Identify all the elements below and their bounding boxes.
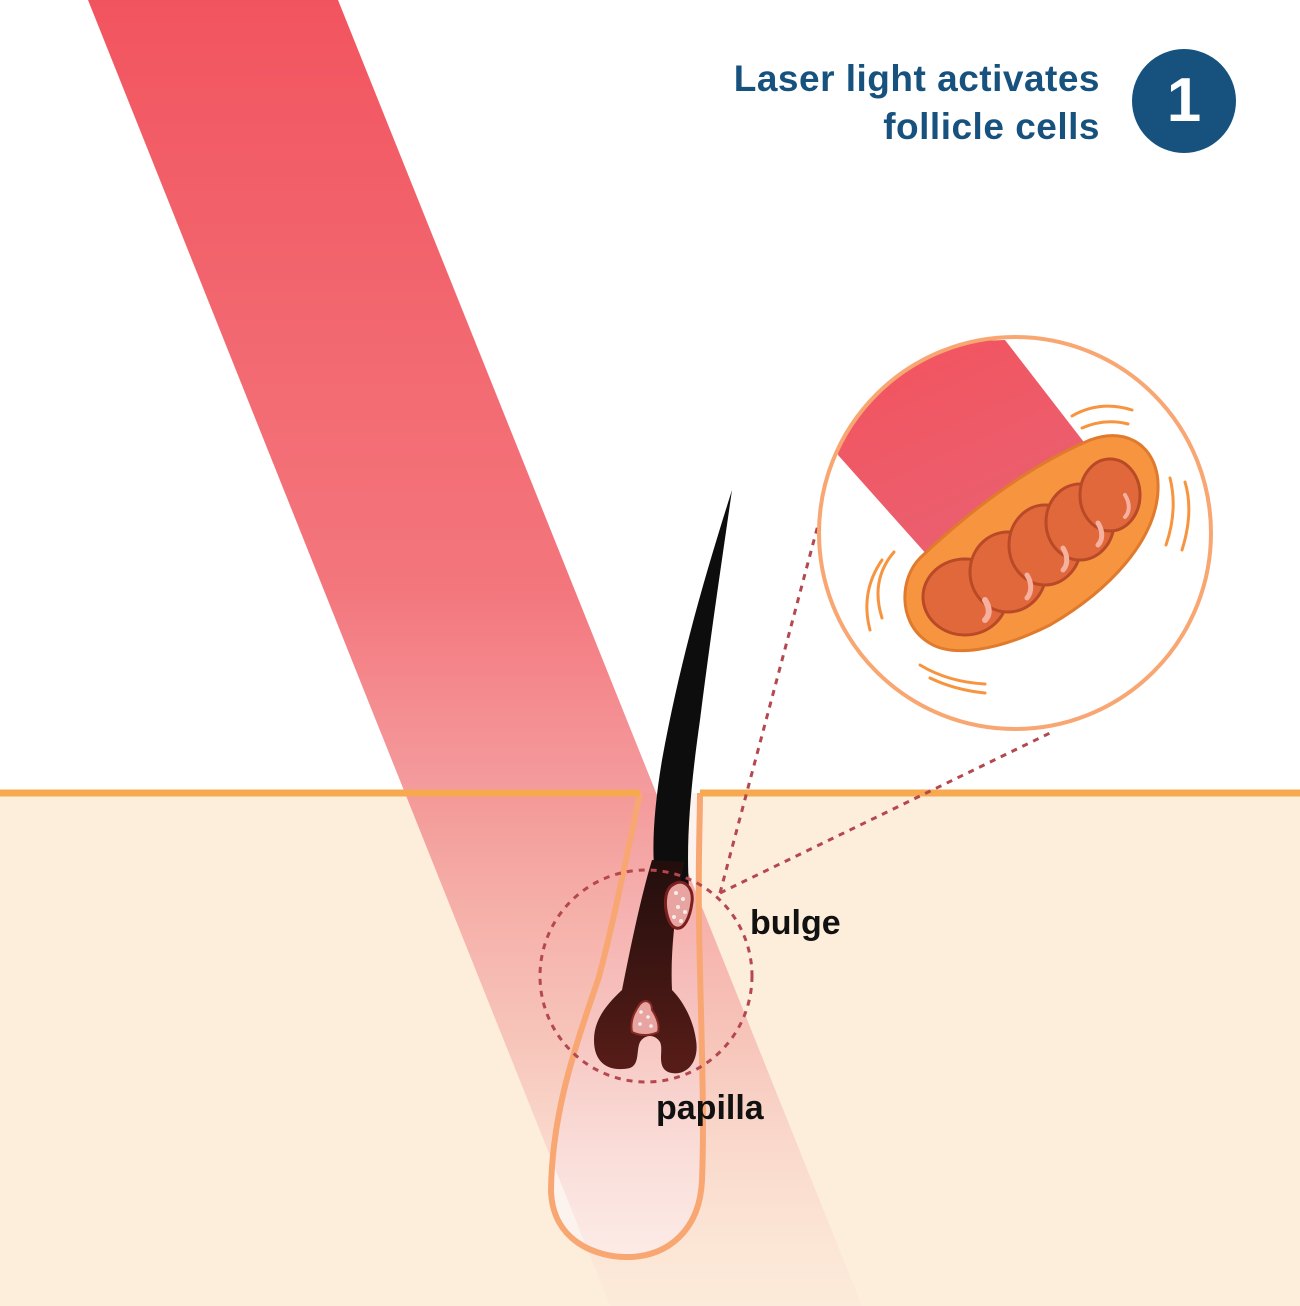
zoom-laser-beam bbox=[838, 340, 1090, 575]
bulge-label: bulge bbox=[750, 904, 841, 942]
title-line-2: follicle cells bbox=[883, 106, 1100, 147]
magnifier-circle bbox=[538, 868, 754, 1084]
callout-line-upper bbox=[718, 524, 820, 894]
diagram-title: Laser light activates follicle cells bbox=[500, 55, 1100, 151]
step-number-badge: 1 bbox=[1132, 49, 1236, 153]
callout-line-lower bbox=[719, 731, 1051, 895]
title-line-1: Laser light activates bbox=[733, 58, 1100, 99]
vibration-marks bbox=[865, 404, 1191, 695]
follicle-outline bbox=[548, 792, 706, 1261]
hair-shaft bbox=[653, 490, 732, 900]
papilla-cell-dots bbox=[638, 1010, 653, 1028]
bulge-cell-dots bbox=[672, 891, 687, 923]
zoom-inset bbox=[817, 335, 1213, 731]
papilla-label: papilla bbox=[656, 1089, 764, 1127]
mitochondrion-icon bbox=[903, 434, 1160, 653]
